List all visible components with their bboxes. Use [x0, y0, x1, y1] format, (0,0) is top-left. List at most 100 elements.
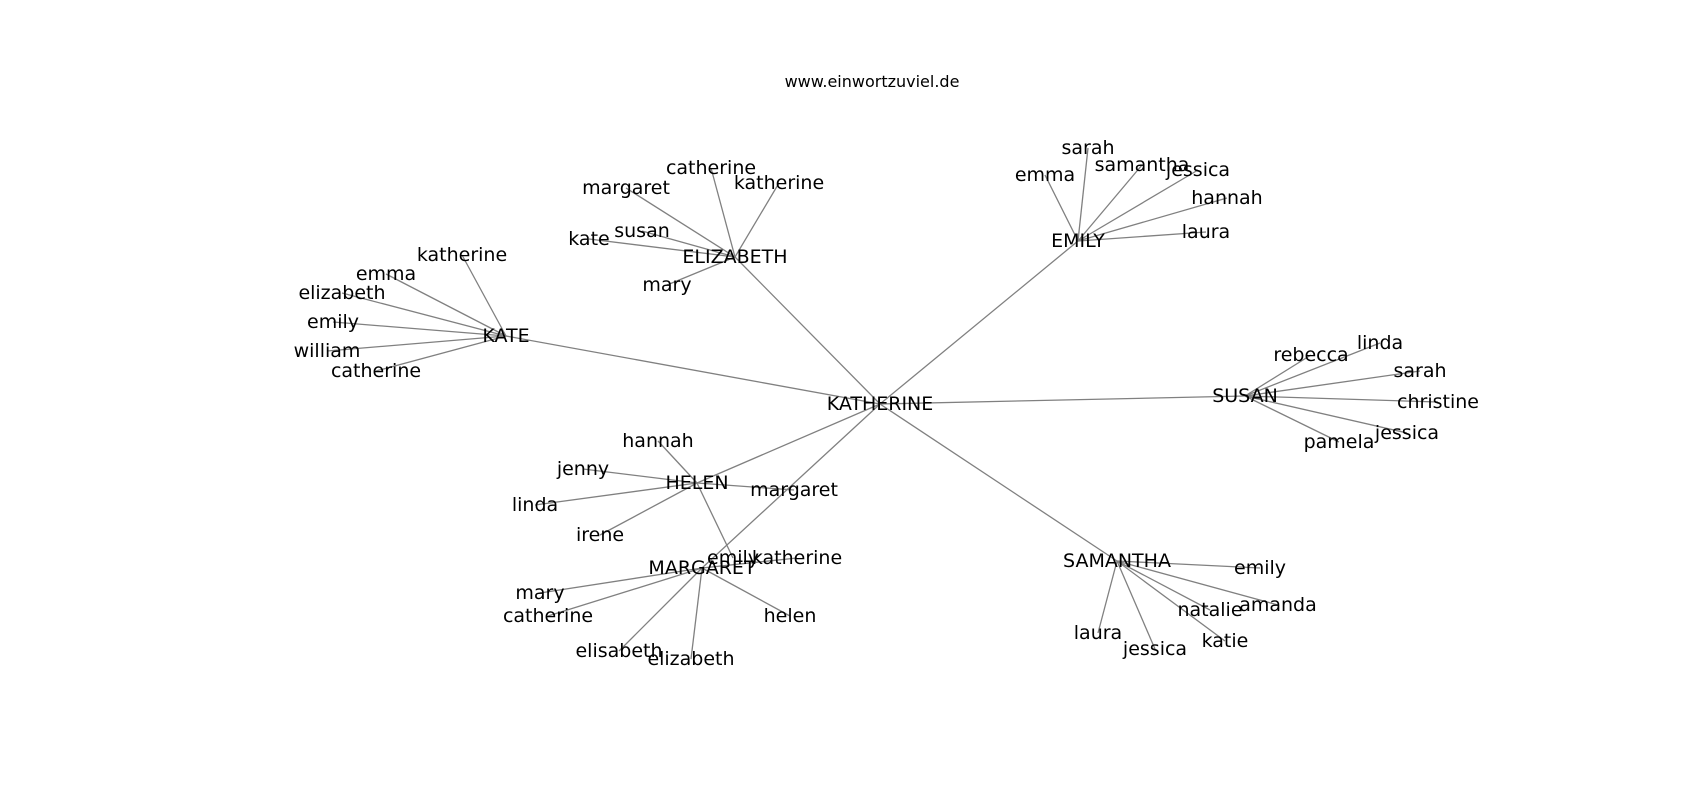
leaf-node-kate-katherine: katherine — [417, 244, 507, 266]
edge-samantha-katie — [1116, 560, 1226, 642]
edge-emily-emma — [1044, 174, 1079, 242]
edge-kate-emily — [332, 321, 507, 337]
leaf-node-margaret-mary: mary — [515, 582, 564, 604]
edge-elizabeth-margaret — [625, 187, 736, 258]
leaf-node-margaret-helen: helen — [764, 605, 817, 627]
leaf-node-susan-linda: linda — [1357, 332, 1403, 354]
edge-susan-jessica — [1244, 395, 1408, 434]
edge-samantha-jessica — [1116, 560, 1156, 650]
leaf-node-samantha-amanda: amanda — [1239, 594, 1317, 616]
edge-kate-elizabeth — [341, 292, 507, 337]
leaf-node-susan-sarah: sarah — [1393, 360, 1446, 382]
group-node-margaret: MARGARET — [648, 557, 756, 579]
leaf-node-emily-samantha: samantha — [1095, 154, 1190, 176]
source-caption: www.einwortzuviel.de — [784, 72, 960, 91]
edge-elizabeth-katherine — [734, 182, 780, 258]
center-node-label: KATHERINE — [827, 393, 934, 415]
edge-susan-sarah — [1244, 370, 1421, 397]
group-node-samantha: SAMANTHA — [1063, 550, 1171, 572]
edge-margaret-katherine — [701, 557, 798, 569]
edge-elizabeth-kate — [588, 238, 736, 258]
group-node-kate: KATE — [482, 325, 529, 347]
edge-margaret-elisabeth — [618, 567, 703, 652]
edge-center-emily — [879, 240, 1079, 405]
edge-helen-irene — [599, 482, 698, 536]
edge-center-samantha — [879, 403, 1118, 562]
edge-susan-rebecca — [1244, 354, 1312, 397]
leaf-node-emily-sarah: sarah — [1061, 137, 1114, 159]
leaf-node-elizabeth-mary: mary — [642, 274, 691, 296]
leaf-node-emily-hannah: hannah — [1191, 187, 1262, 209]
edge-emily-laura — [1077, 231, 1207, 242]
edge-samantha-laura — [1097, 560, 1118, 634]
leaf-node-susan-rebecca: rebecca — [1273, 344, 1348, 366]
leaf-node-elizabeth-catherine: catherine — [666, 157, 756, 179]
edge-center-margaret — [701, 403, 881, 569]
edge-samantha-natalie — [1116, 560, 1211, 611]
leaf-node-helen-irene: irene — [576, 524, 624, 546]
edge-elizabeth-catherine — [710, 167, 736, 258]
edge-helen-linda — [534, 482, 698, 506]
edge-susan-pamela — [1244, 395, 1340, 443]
edge-helen-margaret — [696, 482, 795, 491]
leaf-node-samantha-emily: emily — [1234, 557, 1286, 579]
leaf-node-margaret-elizabeth: elizabeth — [647, 648, 734, 670]
leaf-node-helen-hannah: hannah — [622, 430, 693, 452]
leaf-node-elizabeth-kate: kate — [568, 228, 609, 250]
leaf-node-kate-emma: emma — [356, 263, 416, 285]
labels-layer: KATHERINEKATEkatherineemmaelizabethemily… — [294, 137, 1479, 670]
edge-helen-hannah — [657, 440, 698, 484]
leaf-node-margaret-elisabeth: elisabeth — [575, 640, 662, 662]
leaf-node-emily-laura: laura — [1182, 221, 1230, 243]
edge-center-elizabeth — [734, 256, 881, 405]
edge-center-susan — [879, 395, 1246, 405]
leaf-node-susan-pamela: pamela — [1304, 431, 1375, 453]
edge-elizabeth-susan — [641, 230, 736, 258]
leaf-node-emily-jessica: jessica — [1165, 159, 1230, 181]
edge-emily-jessica — [1077, 169, 1199, 242]
edge-emily-samantha — [1077, 164, 1143, 242]
edge-margaret-catherine — [547, 567, 703, 617]
leaf-node-elizabeth-katherine: katherine — [734, 172, 824, 194]
leaf-node-emily-emma: emma — [1015, 164, 1075, 186]
leaf-node-margaret-katherine: katherine — [752, 547, 842, 569]
leaf-node-susan-christine: christine — [1397, 391, 1479, 413]
edge-susan-linda — [1244, 342, 1381, 397]
edge-kate-katherine — [461, 254, 507, 337]
group-node-susan: SUSAN — [1212, 385, 1278, 407]
leaf-node-kate-catherine: catherine — [331, 360, 421, 382]
leaf-node-samantha-katie: katie — [1202, 630, 1249, 652]
leaf-node-helen-linda: linda — [512, 494, 558, 516]
leaf-node-samantha-laura: laura — [1074, 622, 1122, 644]
edge-center-helen — [696, 403, 881, 484]
leaf-node-margaret-catherine: catherine — [503, 605, 593, 627]
leaf-node-elizabeth-susan: susan — [614, 220, 670, 242]
leaf-node-helen-margaret: margaret — [750, 479, 838, 501]
edge-margaret-mary — [539, 567, 703, 594]
edge-samantha-emily — [1116, 560, 1261, 569]
group-node-elizabeth: ELIZABETH — [682, 246, 787, 268]
edge-kate-emma — [385, 273, 507, 337]
edge-susan-christine — [1244, 395, 1439, 403]
leaf-node-helen-jenny: jenny — [556, 458, 609, 480]
edge-margaret-helen — [701, 567, 791, 617]
leaf-node-susan-jessica: jessica — [1374, 422, 1439, 444]
leaf-node-samantha-natalie: natalie — [1177, 599, 1242, 621]
leaf-node-kate-emily: emily — [307, 311, 359, 333]
edge-kate-william — [326, 335, 507, 352]
group-node-emily: EMILY — [1051, 230, 1105, 252]
leaf-node-elizabeth-margaret: margaret — [582, 177, 670, 199]
leaf-node-kate-elizabeth: elizabeth — [298, 282, 385, 304]
edge-emily-hannah — [1077, 197, 1228, 242]
leaf-node-helen-emily: emily — [707, 547, 759, 569]
edge-emily-sarah — [1077, 147, 1089, 242]
leaf-node-kate-william: william — [294, 340, 361, 362]
leaf-node-samantha-jessica: jessica — [1122, 638, 1187, 660]
edge-margaret-elizabeth — [690, 567, 703, 660]
edges-layer — [326, 147, 1439, 660]
edge-elizabeth-mary — [666, 256, 736, 286]
edge-helen-jenny — [582, 468, 698, 484]
edge-kate-catherine — [375, 335, 507, 372]
edge-center-kate — [505, 335, 881, 405]
